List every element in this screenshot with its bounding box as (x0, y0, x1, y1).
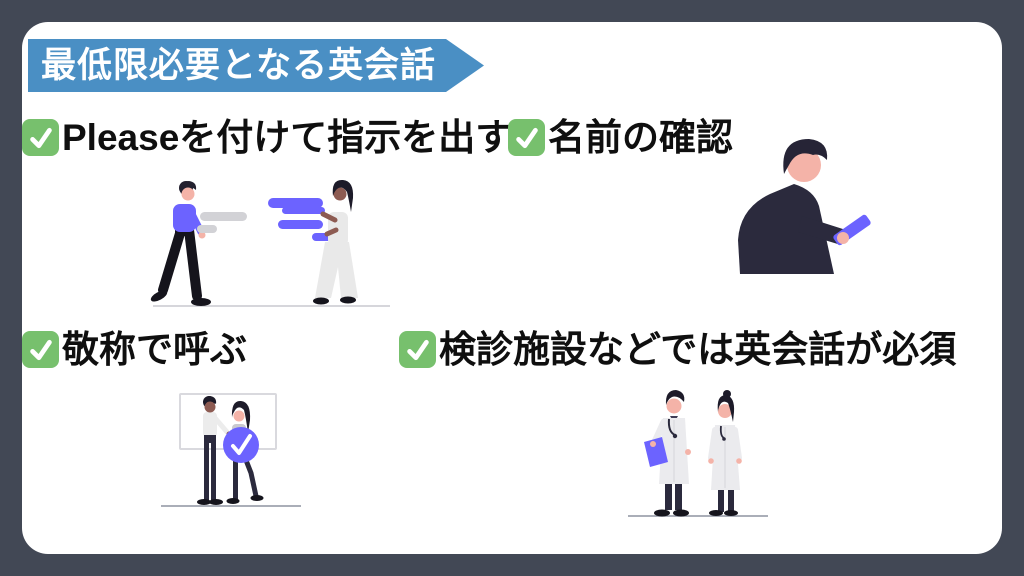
person-reading-phone-illustration (738, 139, 871, 274)
check-icon (22, 331, 59, 368)
check-icon (22, 119, 59, 156)
checklist-item-name-check: 名前の確認 (508, 119, 733, 156)
slide-content (22, 22, 1002, 554)
whiteboard-check-illustration (161, 393, 301, 507)
banner-title: 最低限必要となる英会話 (41, 46, 436, 85)
checklist-item-label: 敬称で呼ぶ (62, 329, 247, 370)
checklist-item-clinic-english: 検診施設などでは英会話が必須 (399, 331, 956, 368)
checklist-item-label: 名前の確認 (548, 117, 733, 158)
title-banner: 最低限必要となる英会話 (28, 39, 484, 92)
checklist-item-honorifics: 敬称で呼ぶ (22, 331, 247, 368)
check-icon (508, 119, 545, 156)
checklist-item-please: Pleaseを付けて指示を出す (22, 119, 512, 156)
check-icon (399, 331, 436, 368)
checklist-item-label: 検診施設などでは英会話が必須 (439, 329, 957, 370)
conversation-illustration (150, 179, 390, 307)
checklist-item-label: Pleaseを付けて指示を出す (62, 117, 513, 158)
doctors-illustration (628, 390, 768, 517)
